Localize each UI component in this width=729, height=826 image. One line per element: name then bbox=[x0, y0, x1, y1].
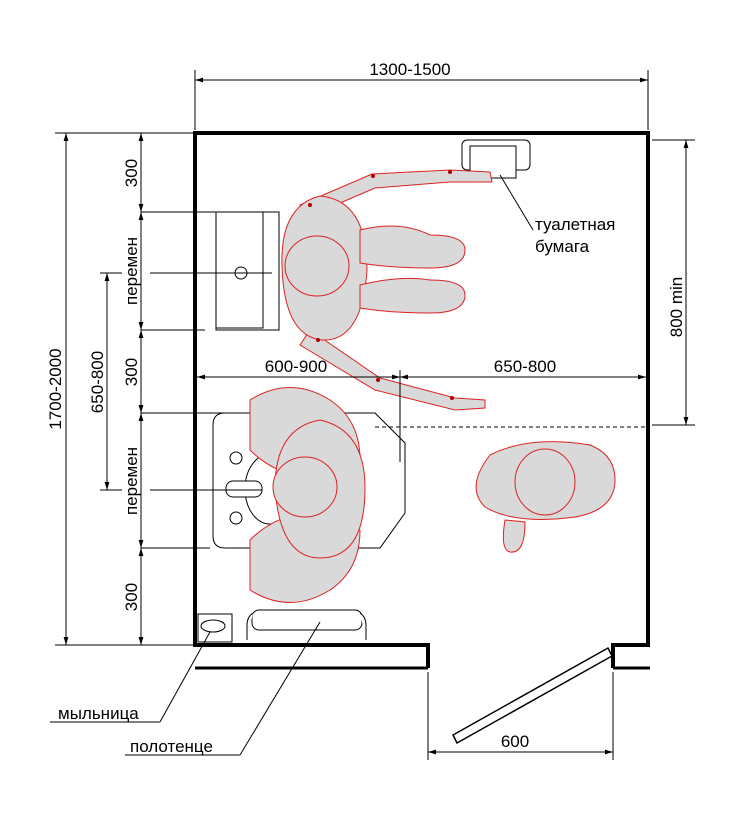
toilet-paper-label-1: туалетная bbox=[535, 215, 615, 234]
clearance-bottom-label: 300 bbox=[122, 583, 141, 611]
door-width-label: 600 bbox=[501, 732, 529, 751]
figure-on-bidet bbox=[249, 387, 366, 603]
toilet-zone-label: 800 min bbox=[667, 277, 686, 337]
dimension-door: 600 bbox=[427, 672, 614, 760]
towel-label: полотенце bbox=[130, 737, 213, 756]
figure-at-sink bbox=[281, 169, 493, 411]
dimension-fixture-spacing: 650-800 bbox=[88, 272, 272, 491]
left-zone-label: 600-900 bbox=[265, 357, 327, 376]
clearance-middle-label: 300 bbox=[122, 358, 141, 386]
callout-toilet-paper: туалетная бумага bbox=[499, 174, 615, 256]
variable-2-label: перемен bbox=[122, 447, 141, 515]
fixture-spacing-label: 650-800 bbox=[88, 351, 107, 413]
clearance-top-label: 300 bbox=[122, 159, 141, 187]
variable-1-label: перемен bbox=[122, 237, 141, 305]
sink bbox=[215, 211, 280, 331]
towel-rail bbox=[246, 609, 367, 640]
soap-dish-label: мыльница bbox=[58, 704, 139, 723]
figure-standing bbox=[475, 441, 616, 553]
right-zone-label: 650-800 bbox=[494, 357, 556, 376]
dimension-zones: 600-900 650-800 bbox=[197, 357, 646, 462]
toilet-paper-label-2: бумага bbox=[535, 237, 590, 256]
door-leaf bbox=[452, 646, 613, 745]
room-length-label: 1700-2000 bbox=[46, 348, 65, 429]
callout-soap-dish: мыльница bbox=[50, 631, 211, 723]
room-width-label: 1300-1500 bbox=[369, 60, 450, 79]
callout-towel: полотенце bbox=[125, 621, 321, 756]
room-walls bbox=[193, 131, 650, 670]
dimension-chain-left: 300 перемен 300 перемен 300 bbox=[122, 133, 225, 645]
soap-dish bbox=[197, 613, 233, 643]
dimension-toilet-zone: 800 min bbox=[652, 139, 695, 426]
dimension-room-width: 1300-1500 bbox=[194, 60, 649, 130]
dimension-room-length: 1700-2000 bbox=[46, 132, 193, 646]
